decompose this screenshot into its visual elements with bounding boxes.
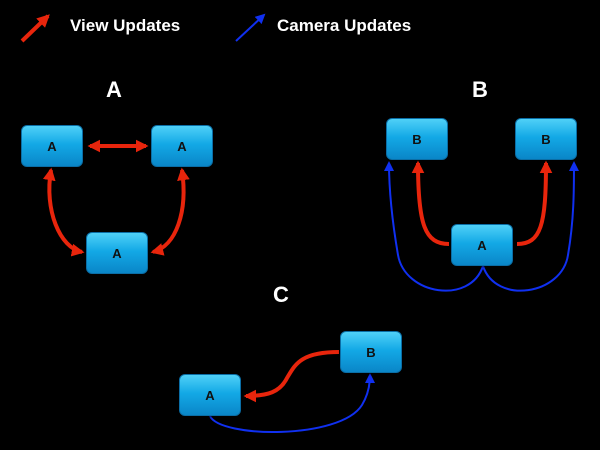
section-c-node-b[interactable]: B (340, 331, 402, 373)
blue-arrow-icon (235, 13, 266, 42)
section-c-title: C (273, 282, 289, 307)
legend-camera-updates: Camera Updates (277, 16, 412, 35)
camera-arrow-b-left (384, 161, 484, 292)
section-b-title: B (472, 77, 488, 102)
section-b-view-arrows (411, 160, 553, 246)
view-arrow-b-right (516, 160, 553, 246)
section-a-node-bottom[interactable]: A (86, 232, 148, 274)
section-a-title: A (106, 77, 122, 102)
legend-view-updates: View Updates (70, 16, 181, 35)
section-b-node-left[interactable]: B (386, 118, 448, 160)
view-arrow-a-left-bottom (42, 167, 85, 257)
camera-arrow-b-right (482, 161, 579, 292)
view-arrow-c (243, 350, 340, 403)
view-arrow-a-right-bottom (150, 167, 190, 256)
camera-arrow-c (209, 373, 375, 433)
section-c-node-a[interactable]: A (179, 374, 241, 416)
view-arrow-b-left (411, 160, 450, 246)
section-b-camera-arrows (384, 161, 579, 292)
section-a-node-left[interactable]: A (21, 125, 83, 167)
section-c-arrows (209, 350, 375, 433)
section-b-node-right[interactable]: B (515, 118, 577, 160)
section-a-view-arrows (42, 139, 190, 257)
section-a-node-right[interactable]: A (151, 125, 213, 167)
section-b-node-bottom[interactable]: A (451, 224, 513, 266)
red-arrow-icon (20, 14, 50, 43)
